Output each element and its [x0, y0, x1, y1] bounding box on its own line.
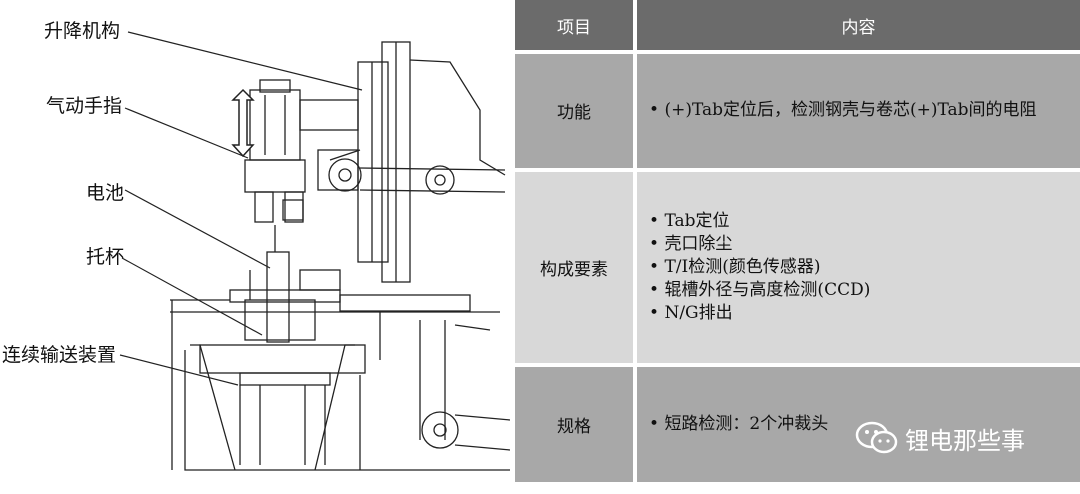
- frame-outline: [409, 59, 506, 176]
- finger-cylinder: [249, 89, 301, 161]
- table-row: 构成要素 Tab定位 壳口除尘 T/I检测(颜色传感器) 辊槽外径与高度检测(C…: [515, 171, 1080, 364]
- list-item: 壳口除尘: [649, 233, 1040, 256]
- list-item: (+)Tab定位后，检测钢壳与卷芯(+)Tab间的电阻: [649, 99, 1040, 122]
- conveyor-base: [199, 344, 366, 374]
- table-row: 功能 (+)Tab定位后，检测钢壳与卷芯(+)Tab间的电阻: [515, 54, 1080, 168]
- callout-battery: 电池: [86, 182, 125, 204]
- row-content-spec: 短路检测：2个冲裁头: [637, 367, 1080, 482]
- cam-wheel: [328, 158, 362, 192]
- watermark: 锂电那些事: [855, 420, 1025, 456]
- row-label-spec: 规格: [515, 367, 637, 482]
- wechat-icon: [855, 421, 898, 454]
- list-item: Tab定位: [649, 210, 1040, 233]
- battery-body: [266, 251, 290, 343]
- spec-table: 项目 内容 功能 (+)Tab定位后，检测钢壳与卷芯(+)Tab间的电阻 构成要…: [515, 0, 1080, 486]
- lift-plate: [357, 61, 389, 263]
- header-content: 内容: [637, 0, 1080, 50]
- row-content-components: Tab定位 壳口除尘 T/I检测(颜色传感器) 辊槽外径与高度检测(CCD) N…: [637, 171, 1080, 364]
- table-row: 规格 短路检测：2个冲裁头: [515, 367, 1080, 482]
- callout-lift: 升降机构: [44, 20, 121, 42]
- cup: [244, 299, 316, 341]
- row-content-function: (+)Tab定位后，检测钢壳与卷芯(+)Tab间的电阻: [637, 54, 1080, 168]
- watermark-text: 锂电那些事: [905, 426, 1025, 455]
- callout-finger: 气动手指: [46, 95, 123, 117]
- list-item: 辊槽外径与高度检测(CCD): [649, 279, 1040, 302]
- callout-cup: 托杯: [86, 246, 125, 268]
- rotary-table: [339, 294, 471, 312]
- list-item: T/I检测(颜色传感器): [649, 256, 1040, 279]
- list-item: N/G排出: [649, 302, 1040, 325]
- leader-lines: [119, 31, 363, 386]
- row-label-components: 构成要素: [515, 171, 637, 364]
- machine-drawing: [119, 31, 511, 471]
- row-label-function: 功能: [515, 54, 637, 168]
- list-item: 短路检测：2个冲裁头: [649, 413, 1040, 436]
- table-header-row: 项目 内容: [515, 0, 1080, 50]
- callout-conveyor: 连续输送装置: [2, 344, 117, 366]
- header-item: 项目: [515, 0, 637, 50]
- machine-diagram: 升降机构 气动手指 电池 托杯 连续输送装置: [0, 0, 511, 490]
